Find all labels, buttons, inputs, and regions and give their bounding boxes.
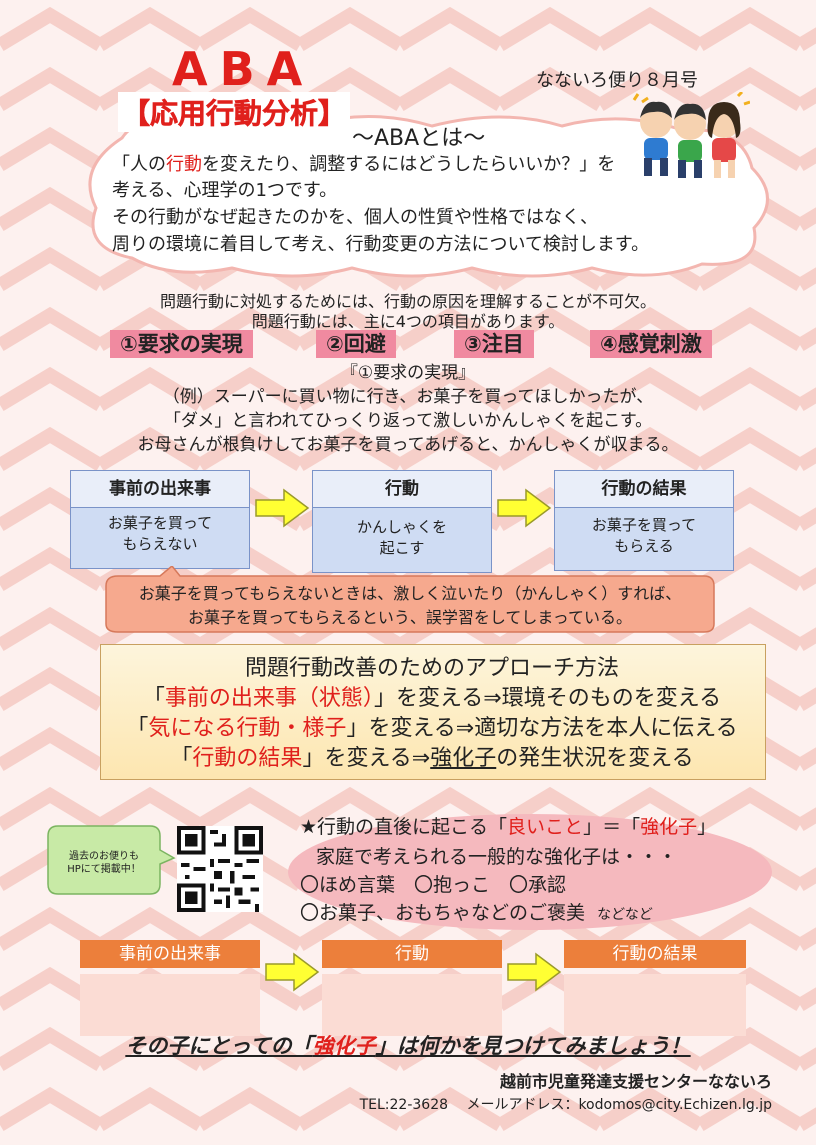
footer-contact: TEL:22-3628 メールアドレス：kodomos@city.Echizen… xyxy=(359,1097,772,1113)
flow-box-consequence: 行動の結果 お菓子を買ってもらえる xyxy=(554,470,734,571)
cloud-heading: ～ABAとは～ xyxy=(352,126,486,151)
category-sensory: ④感覚刺激 xyxy=(590,330,712,358)
example-line-3: お母さんが根負けしてお菓子を買ってあげると、かんしゃくが収まる。 xyxy=(137,435,679,455)
arrow-right-icon xyxy=(255,488,310,528)
flow-body-antecedent: お菓子を買ってもらえない xyxy=(70,508,250,569)
approach-row-2: 「気になる行動・様子」を変える⇒適切な方法を本人に伝える xyxy=(126,716,738,741)
example-line-1: （例）スーパーに買い物に行き、お菓子を買ってほしかったが、 xyxy=(162,387,654,407)
example-title: 『①要求の実現』 xyxy=(340,363,476,383)
worksheet-head-behavior: 行動 xyxy=(322,940,502,968)
arrow-right-icon xyxy=(507,952,562,992)
reinforcer-bubble-shape xyxy=(288,814,772,930)
approach-row-1: 「事前の出来事（状態）」を変える⇒環境そのものを変える xyxy=(142,686,722,711)
worksheet-antecedent: 事前の出来事 xyxy=(80,940,260,1036)
closing-line: その子にとっての「強化子」は何かを見つけてみましょう！ xyxy=(125,1034,691,1058)
intro-line-1: 問題行動に対処するためには、行動の原因を理解することが不可欠。 xyxy=(159,292,656,311)
flow-box-behavior: 行動 かんしゃくを起こす xyxy=(312,470,492,573)
flow-body-behavior: かんしゃくを起こす xyxy=(312,508,492,573)
footer-org: 越前市児童発達支援センターなないろ xyxy=(499,1072,772,1091)
worksheet-input-behavior[interactable] xyxy=(322,974,502,1036)
approach-title: 問題行動改善のためのアプローチ方法 xyxy=(244,656,619,681)
worksheet-consequence: 行動の結果 xyxy=(564,940,746,1036)
cloud-line-2: 考える、心理学の1つです。 xyxy=(112,180,338,201)
flow-head-consequence: 行動の結果 xyxy=(554,470,734,508)
category-avoidance: ②回避 xyxy=(316,330,396,358)
arrow-right-icon xyxy=(497,488,552,528)
running-children-illustration xyxy=(632,92,750,178)
flow-body-consequence: お菓子を買ってもらえる xyxy=(554,508,734,571)
worksheet-input-antecedent[interactable] xyxy=(80,974,260,1036)
mislearning-line-1: お菓子を買ってもらえないときは、激しく泣いたり（かんしゃく）すれば、 xyxy=(138,584,682,603)
intro-line-2: 問題行動には、主に4つの項目があります。 xyxy=(251,312,565,331)
worksheet-input-consequence[interactable] xyxy=(564,974,746,1036)
reinforcer-line-4: 〇お菓子、おもちゃなどのご褒美 などなど xyxy=(300,902,653,924)
hp-callout-shape xyxy=(47,825,176,895)
reinforcer-line-2: 家庭で考えられる一般的な強化子は・・・ xyxy=(316,846,678,868)
example-line-2: 「ダメ」と言われてひっくり返って激しいかんしゃくを起こす。 xyxy=(163,411,653,431)
cloud-line-3: その行動がなぜ起きたのかを、個人の性質や性格ではなく、 xyxy=(112,207,598,228)
flow-head-antecedent: 事前の出来事 xyxy=(70,470,250,508)
category-demand: ①要求の実現 xyxy=(110,330,253,358)
arrow-right-icon xyxy=(265,952,320,992)
issue-label: なないろ便り８月号 xyxy=(536,70,698,91)
mislearning-callout-shape xyxy=(105,566,715,633)
approach-row-3: 「行動の結果」を変える⇒強化子の発生状況を変える xyxy=(170,746,694,771)
worksheet-head-consequence: 行動の結果 xyxy=(564,940,746,968)
cloud-line-1: 「人の行動を変えたり、調整するにはどうしたらいいか？」を xyxy=(112,154,616,175)
reinforcer-line-3: 〇ほめ言葉 〇抱っこ 〇承認 xyxy=(300,874,567,896)
flow-head-behavior: 行動 xyxy=(312,470,492,508)
mislearning-line-2: お菓子を買ってもらえるという、誤学習をしてしまっている。 xyxy=(187,608,632,627)
flow-box-antecedent: 事前の出来事 お菓子を買ってもらえない xyxy=(70,470,250,569)
approach-box xyxy=(100,644,766,780)
category-attention: ③注目 xyxy=(454,330,534,358)
aba-title: ABA xyxy=(172,42,315,96)
worksheet-head-antecedent: 事前の出来事 xyxy=(80,940,260,968)
worksheet-behavior: 行動 xyxy=(322,940,502,1036)
cloud-line-4: 周りの環境に着目して考え、行動変更の方法について検討します。 xyxy=(112,234,650,255)
subtitle-banner: 【応用行動分析】 xyxy=(118,92,351,132)
qr-code-icon[interactable] xyxy=(176,826,264,912)
reinforcer-line-1: ★行動の直後に起こる「良いこと」＝「強化子」 xyxy=(300,816,717,838)
cloud-shape xyxy=(88,112,769,278)
